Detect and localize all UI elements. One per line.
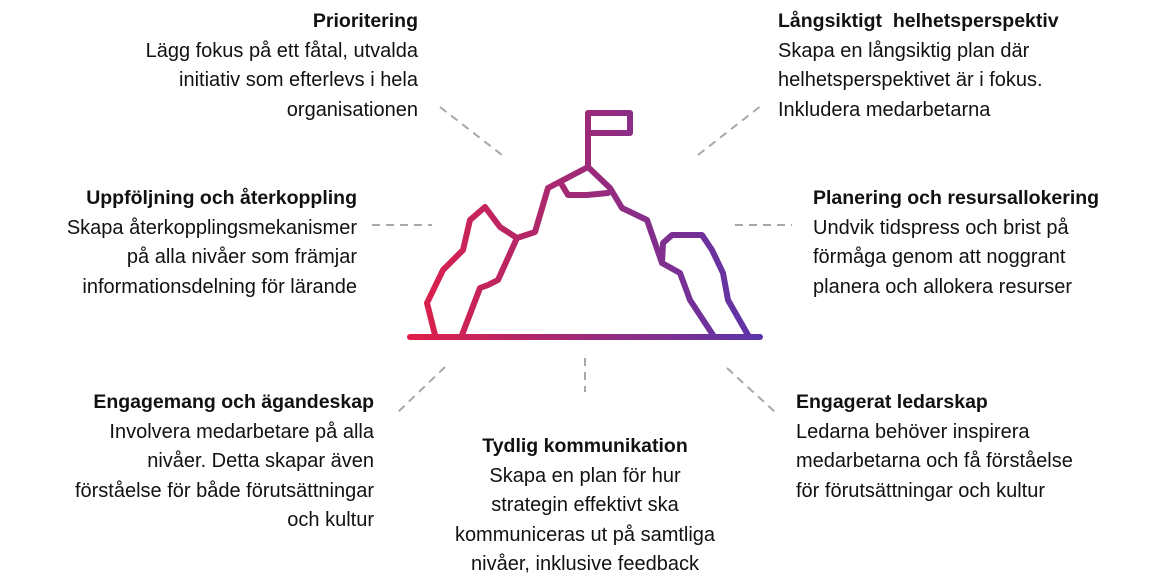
item-line: Inkludera medarbetarna	[778, 98, 991, 121]
item-title: Planering och resursallokering	[813, 187, 1100, 209]
item-line: nivåer. Detta skapar även	[147, 450, 374, 472]
item-line: på alla nivåer som främjar	[126, 246, 357, 268]
item-title: Långsiktigt helhetsperspektiv	[778, 10, 1059, 32]
mountain-with-flag-icon	[407, 110, 763, 340]
connector-langsiktigt	[697, 104, 763, 156]
item-line: medarbetarna och få förståelse	[796, 450, 1073, 472]
connector-ledarskap	[726, 367, 776, 413]
item-line: Involvera medarbetare på alla	[109, 420, 374, 443]
connector-prioritering	[439, 106, 503, 156]
item-line: Skapa återkopplingsmekanismer	[66, 216, 357, 239]
item-line: kommuniceras ut på samtliga	[454, 523, 716, 546]
item-line: Lägg fokus på ett fåtal, utvalda	[145, 39, 418, 62]
item-line: Skapa en plan för hur	[489, 464, 681, 487]
connector-engagemang	[397, 366, 446, 413]
item-title: Prioritering	[312, 10, 418, 32]
item-langsiktigt: Långsiktigt helhetsperspektiv Skapa en l…	[778, 7, 1059, 125]
item-kommunikation: Tydlig kommunikation Skapa en plan för h…	[385, 432, 785, 580]
item-prioritering: Prioritering Lägg fokus på ett fåtal, ut…	[146, 7, 418, 125]
item-planering: Planering och resursallokering Undvik ti…	[813, 184, 1099, 302]
item-line: helhetsperspektivet är i fokus.	[778, 69, 1043, 91]
item-line: förståelse för både förutsättningar	[74, 479, 374, 502]
item-line: och kultur	[287, 509, 374, 531]
item-line: Ledarna behöver inspirera	[796, 420, 1030, 443]
item-line: initiativ som efterlevs i hela	[179, 69, 418, 91]
item-title: Uppföljning och återkoppling	[86, 187, 357, 209]
item-line: strategin effektivt ska	[491, 494, 679, 516]
item-line: informationsdelning för lärande	[82, 275, 357, 298]
item-line: organisationen	[286, 98, 418, 121]
item-line: Skapa en långsiktig plan där	[778, 39, 1030, 62]
item-title: Engagemang och ägandeskap	[93, 391, 374, 413]
item-engagemang: Engagemang och ägandeskap Involvera meda…	[75, 388, 374, 536]
item-ledarskap: Engagerat ledarskap Ledarna behöver insp…	[796, 388, 1073, 506]
item-line: för förutsättningar och kultur	[796, 479, 1046, 502]
item-title: Engagerat ledarskap	[796, 391, 988, 413]
item-uppfoljning: Uppföljning och återkoppling Skapa återk…	[67, 184, 357, 302]
item-line: förmåga genom att noggrant	[813, 246, 1066, 268]
item-line: Undvik tidspress och brist på	[813, 216, 1069, 239]
item-title: Tydlig kommunikation	[482, 435, 688, 457]
item-line: nivåer, inklusive feedback	[471, 553, 699, 575]
item-line: planera och allokera resurser	[813, 275, 1073, 298]
